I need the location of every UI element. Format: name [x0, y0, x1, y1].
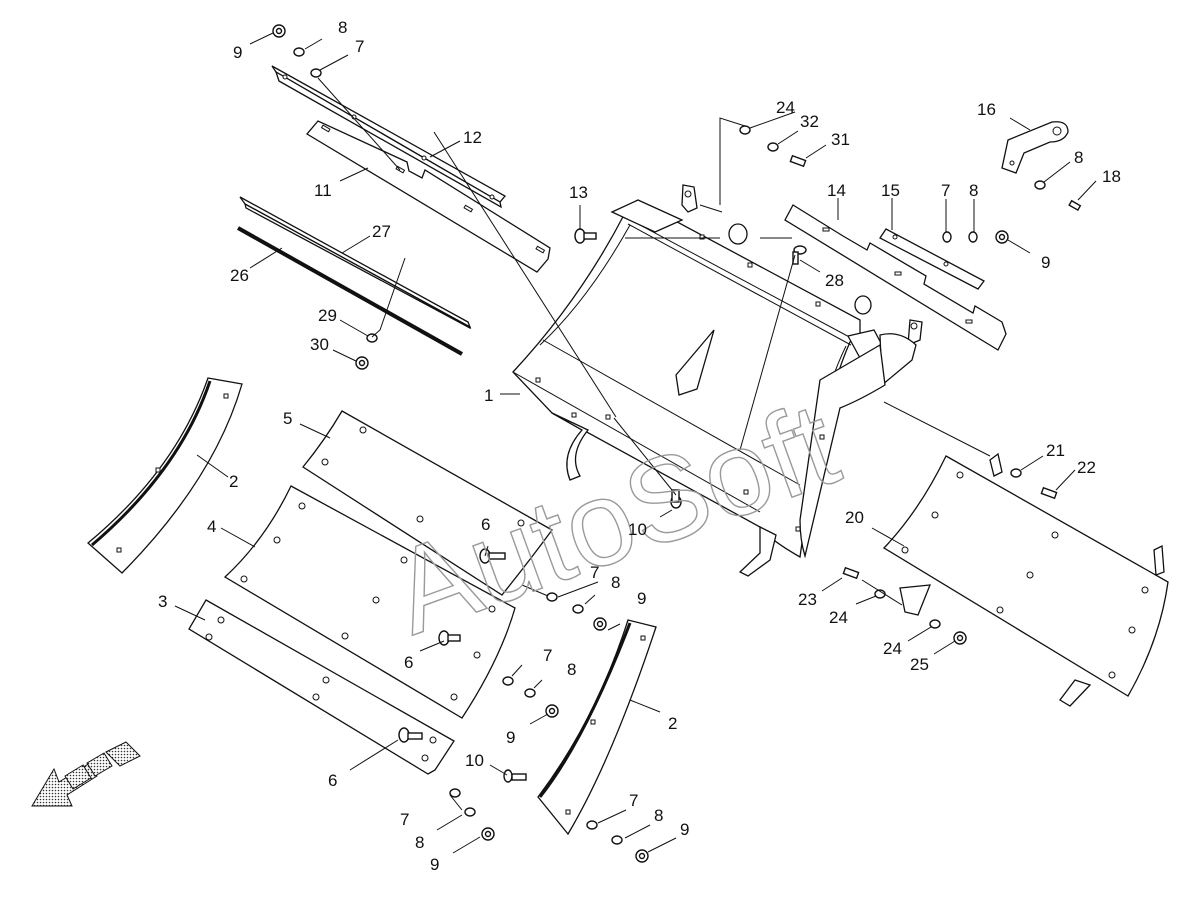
- hardware-bolts: [398, 154, 1082, 783]
- direction-arrow-icon: [31, 741, 141, 807]
- part-15-strip: [879, 228, 985, 290]
- callout-9: 9: [637, 589, 646, 608]
- callout-24: 24: [776, 98, 795, 117]
- callout-21: 21: [1046, 441, 1065, 460]
- callout-13: 13: [569, 183, 588, 202]
- callout-26: 26: [230, 266, 249, 285]
- callout-31: 31: [831, 130, 850, 149]
- callout-2: 2: [668, 714, 677, 733]
- hardware-washers-nuts: [449, 125, 1046, 863]
- callout-14: 14: [827, 181, 846, 200]
- callout-7: 7: [355, 37, 364, 56]
- callout-7: 7: [590, 563, 599, 582]
- part-2-right-plate: [537, 619, 657, 836]
- callout-8: 8: [654, 806, 663, 825]
- callout-9: 9: [1041, 253, 1050, 272]
- callout-12: 12: [463, 128, 482, 147]
- hardware-top-left: [272, 24, 322, 78]
- callout-22: 22: [1077, 458, 1096, 477]
- callout-8: 8: [567, 660, 576, 679]
- callout-32: 32: [800, 112, 819, 131]
- callout-7: 7: [629, 791, 638, 810]
- part-12-strip: [271, 65, 507, 209]
- callout-8: 8: [415, 833, 424, 852]
- part-27-blade: [239, 196, 472, 330]
- callout-8: 8: [338, 18, 347, 37]
- callout-27: 27: [372, 222, 391, 241]
- callout-20: 20: [845, 508, 864, 527]
- part-16-bracket: [1001, 121, 1069, 174]
- part-3-strip: [188, 599, 455, 775]
- callout-8: 8: [611, 573, 620, 592]
- callout-9: 9: [430, 855, 439, 874]
- callout-9: 9: [233, 43, 242, 62]
- callout-2: 2: [229, 472, 238, 491]
- callout-9: 9: [680, 820, 689, 839]
- callout-6: 6: [404, 653, 413, 672]
- part-1-hopper: [512, 184, 923, 577]
- callout-29: 29: [318, 306, 337, 325]
- callout-4: 4: [207, 517, 216, 536]
- callout-8: 8: [969, 181, 978, 200]
- callout-8: 8: [1074, 148, 1083, 167]
- callout-1: 1: [484, 386, 493, 405]
- part-20-plate: [882, 452, 1169, 707]
- callout-30: 30: [310, 335, 329, 354]
- callout-18: 18: [1102, 167, 1121, 186]
- callout-labels: 9 8 7 12 11 27 26 29 30 1 2 5 4 6 3 6 6 …: [158, 18, 1121, 874]
- callout-23: 23: [798, 590, 817, 609]
- part-26-edge: [237, 226, 463, 356]
- callout-11: 11: [314, 181, 332, 200]
- callout-7: 7: [941, 181, 950, 200]
- part-14-strip: [784, 204, 1007, 351]
- callout-15: 15: [881, 181, 900, 200]
- part-4-panel: [223, 485, 516, 719]
- callout-9: 9: [506, 728, 515, 747]
- part-5-panel: [302, 410, 553, 596]
- part-11-strip: [306, 120, 551, 273]
- hardware-29-30: [355, 333, 378, 370]
- callout-10: 10: [465, 751, 484, 770]
- callout-24: 24: [829, 608, 848, 627]
- callout-7: 7: [400, 810, 409, 829]
- callout-6: 6: [328, 771, 337, 790]
- part-2-left-plate: [87, 377, 243, 574]
- callout-24: 24: [883, 639, 902, 658]
- callout-7: 7: [543, 646, 552, 665]
- callout-6: 6: [481, 515, 490, 534]
- callout-5: 5: [283, 409, 292, 428]
- callout-16: 16: [977, 100, 996, 119]
- callout-3: 3: [158, 592, 167, 611]
- callout-28: 28: [825, 271, 844, 290]
- leader-lines: [174, 32, 1097, 854]
- callout-10: 10: [628, 520, 647, 539]
- callout-25: 25: [910, 655, 929, 674]
